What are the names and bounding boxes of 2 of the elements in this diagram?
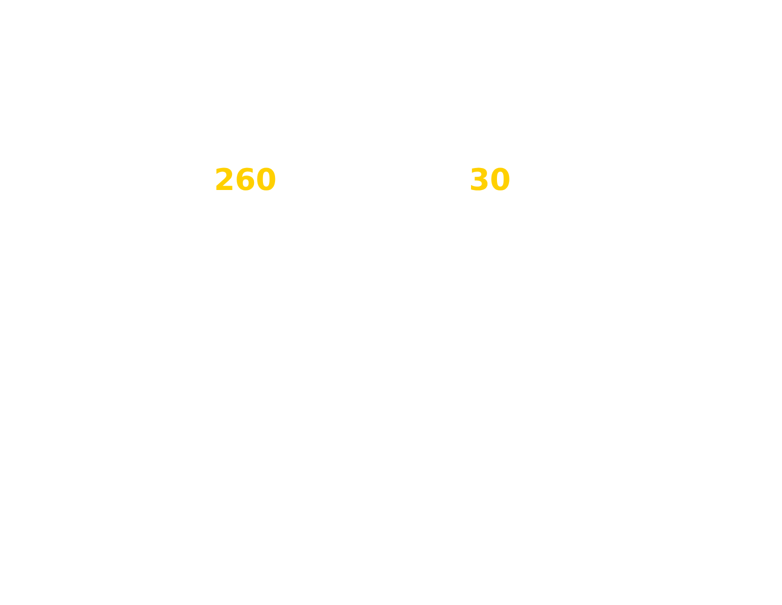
number-label: 30 — [469, 166, 511, 196]
number-label: 260 — [214, 166, 277, 196]
